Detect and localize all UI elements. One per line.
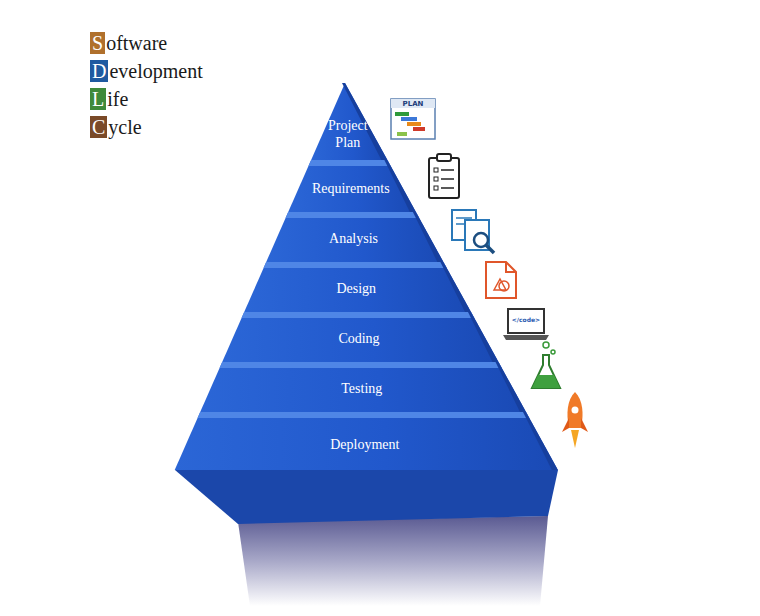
phase-label: Deployment [280,436,450,453]
phase-label: Requirements [291,180,411,197]
icon-text: </code> [512,316,540,324]
pyramid-band [244,262,471,312]
pyramid-band [266,212,443,262]
phase-label: Project Plan [317,117,379,151]
phase-label: Testing [287,380,437,397]
analysis-icon [452,210,494,253]
band-edge [523,412,558,470]
band-ledge [264,262,447,268]
title-word: Development [90,59,203,83]
band-edge [413,212,444,262]
band-edge [468,312,499,362]
laptop-icon [503,309,549,340]
pyramid-band [222,312,498,362]
title-word: Software [90,31,167,55]
base-shadow [238,516,548,606]
band-edge [440,262,471,312]
rocket-icon [562,392,588,448]
plan-icon [391,99,435,139]
pyramid-band [311,83,387,160]
phase-label: Design [291,280,421,297]
pyramid-band: Testing [287,380,437,397]
clipboard-icon [429,154,459,198]
base-slab [175,470,558,524]
icon-text: PLAN [403,100,424,109]
flask-icon [532,342,560,388]
pyramid-band [288,160,416,212]
title-word: Cycle [90,115,142,139]
title-word: Life [90,87,128,111]
band-ledge [309,160,391,166]
pyramid-band: Coding [289,330,429,347]
pyramid-band: Analysis [294,230,414,247]
pyramid-band: Project Plan [317,117,379,151]
pyramid-band: Deployment [280,436,450,453]
design-icon [486,262,516,298]
phase-label: Analysis [294,230,414,247]
pyramid-band [200,362,526,412]
band-ledge [242,312,475,318]
band-ledge [198,412,530,418]
phase-label: Coding [289,330,429,347]
band-ledge [286,212,420,218]
band-edge [496,362,527,412]
pyramid-band [175,412,558,470]
band-ledge [220,362,502,368]
pyramid-band: Design [291,280,421,297]
pyramid-band: Requirements [291,180,411,197]
